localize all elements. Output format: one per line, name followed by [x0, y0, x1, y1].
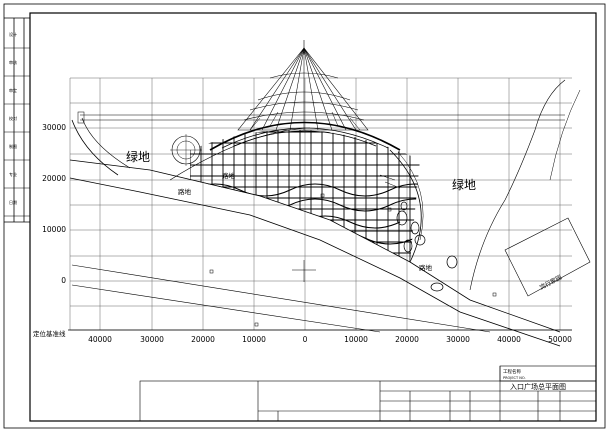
label-water-right: 流行家园 — [538, 273, 563, 291]
building-outline — [504, 217, 591, 297]
plaza-paving-grid — [190, 129, 420, 262]
site-plan — [68, 47, 591, 347]
x-tick-label: 20000 — [191, 335, 215, 344]
margin-cell-label: 制图 — [9, 143, 17, 149]
road-curve-left — [71, 119, 119, 176]
x-tick-label: 10000 — [344, 335, 368, 344]
x-tick-label: 40000 — [88, 335, 112, 344]
label-green-right: 绿地 — [452, 177, 476, 192]
margin-cell-label: 审定 — [9, 87, 17, 93]
margin-cell-label: 专业 — [9, 171, 17, 177]
title-block-text: 工程名称 PROJECT NO. 入口广场总平面图 — [503, 368, 566, 391]
fan-plaza — [237, 47, 369, 131]
x-tick-label: 20000 — [395, 335, 419, 344]
margin-cell-label: 设计 — [9, 31, 17, 37]
coordinate-grid — [69, 77, 572, 331]
main-road-edge-lower — [69, 177, 561, 347]
y-tick-label: 10000 — [42, 225, 66, 234]
label-path-upper: 路地 — [222, 171, 236, 180]
drawing-title: 入口广场总平面图 — [510, 382, 566, 391]
y-axis-ticks: 30000 20000 10000 0 — [42, 123, 66, 285]
x-axis-ticks: 40000 30000 20000 10000 0 10000 20000 30000 4000… — [88, 335, 572, 344]
margin-cell-label: 校对 — [9, 115, 17, 121]
arc-platform — [169, 121, 401, 181]
title-block — [139, 365, 597, 422]
road-curve-left-2 — [81, 117, 131, 169]
outer-border — [3, 3, 606, 429]
datum-label: 定位基准线 — [33, 329, 66, 338]
wave-bands — [190, 183, 420, 245]
label-path-lower: 路地 — [419, 263, 433, 272]
project-no-label: PROJECT NO. — [503, 376, 526, 380]
margin-cell-label: 审核 — [9, 59, 17, 65]
plaza-outline-right — [389, 149, 422, 263]
label-path-mid: 路地 — [178, 187, 192, 196]
x-tick-label: 50000 — [548, 335, 572, 344]
y-tick-label: 30000 — [42, 123, 66, 132]
label-green-left: 绿地 — [126, 149, 150, 164]
x-tick-label: 30000 — [446, 335, 470, 344]
road-edge-bottom-2 — [71, 284, 381, 333]
margin-cell-label: 日期 — [9, 199, 17, 205]
x-tick-label: 40000 — [497, 335, 521, 344]
stones — [396, 201, 458, 292]
y-tick-label: 20000 — [42, 174, 66, 183]
right-site-boundary — [469, 79, 566, 291]
y-tick-label: 0 — [61, 276, 66, 285]
project-name-label: 工程名称 — [503, 368, 521, 375]
x-tick-label: 0 — [303, 335, 308, 344]
x-tick-label: 30000 — [140, 335, 164, 344]
plaza-outline-right-2 — [397, 151, 424, 241]
road-edge-bottom — [71, 264, 491, 333]
x-tick-label: 10000 — [242, 335, 266, 344]
